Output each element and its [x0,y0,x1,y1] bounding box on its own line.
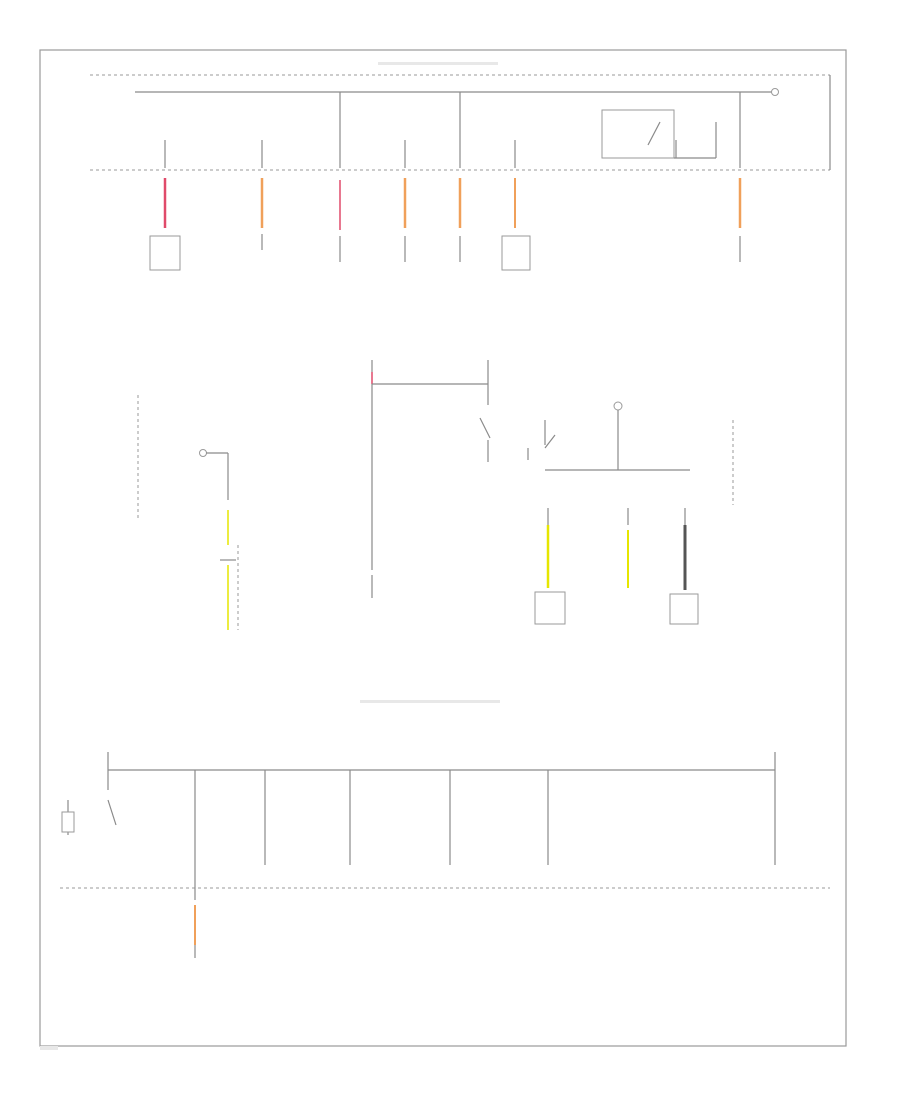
bottom-fuse-block [60,752,830,900]
top-fuse-taps [164,92,741,168]
terminal-icon [199,449,207,457]
page-frame [39,49,847,1047]
component-box-3 [534,591,566,625]
top-bus-terminal-icon [771,88,779,96]
component-box-4 [669,593,699,625]
top-fuse-relay-switch [601,109,717,159]
middle-left-circuit [137,395,239,630]
bottom-left-box [61,811,75,833]
ground-icon [613,401,623,411]
top-components [149,234,741,271]
label-placeholders [40,62,500,1050]
component-box-2 [501,235,531,271]
top-drop-wires [163,178,742,230]
middle-center-circuit [371,360,491,598]
component-box-1 [149,235,181,271]
middle-right-circuit [527,401,734,625]
bottom-switch-groups [264,770,776,865]
top-fuse-block [90,74,831,171]
